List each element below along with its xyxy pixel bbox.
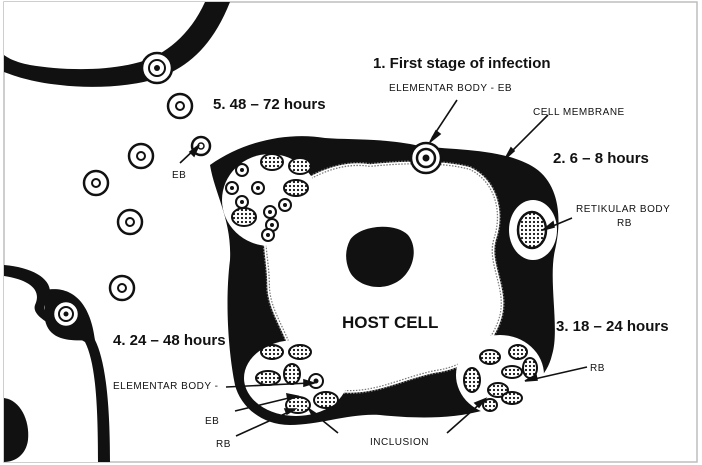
elementary-body-stage-4 <box>53 301 79 327</box>
retikular-body-label: RETIKULAR BODY <box>576 204 670 215</box>
elementar-body-left-label: ELEMENTAR BODY - <box>113 381 218 392</box>
stage-2-label: 2. 6 – 8 hours <box>553 150 649 167</box>
rb-right-label: RB <box>590 363 605 374</box>
stage-5-label: 5. 48 – 72 hours <box>213 96 326 113</box>
elementary-body-stage-1 <box>411 143 441 173</box>
elementar-body-eb-label: ELEMENTAR BODY - EB <box>389 83 512 94</box>
released-elementary-bodies <box>84 53 210 300</box>
stage-4-label: 4. 24 – 48 hours <box>113 332 226 349</box>
stage-3-label: 3. 18 – 24 hours <box>556 318 669 335</box>
inclusion-label: INCLUSION <box>370 437 429 448</box>
eb-left-label: EB <box>205 416 219 427</box>
rb-under-label: RB <box>617 218 632 229</box>
host-cell-label: HOST CELL <box>342 313 438 332</box>
stage-1-label: 1. First stage of infection <box>373 55 551 72</box>
rb-left-label: RB <box>216 439 231 450</box>
reticulate-body-stage-2 <box>518 212 546 248</box>
eb-top-label: EB <box>172 170 186 181</box>
cell-membrane-label: CELL MEMBRANE <box>533 107 625 118</box>
